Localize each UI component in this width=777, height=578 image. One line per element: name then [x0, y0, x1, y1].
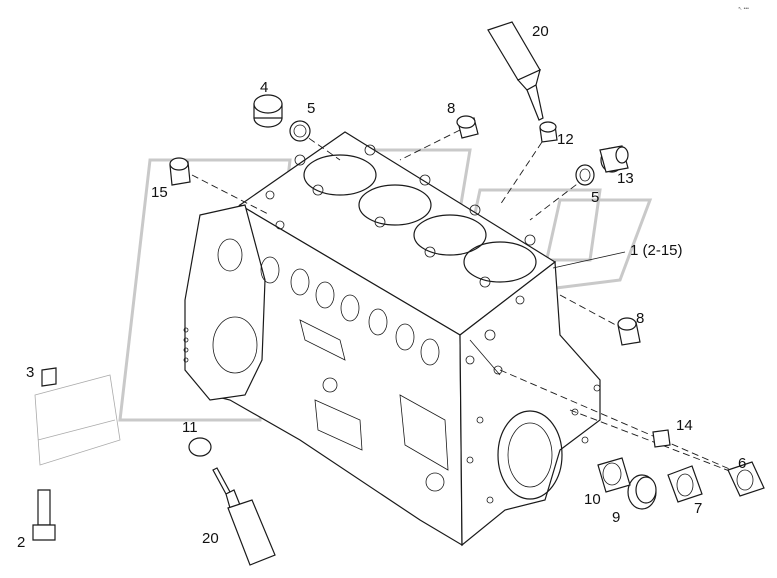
- seal-ring-part-5-top: [289, 120, 311, 142]
- bearing-cap-part-3: [32, 367, 121, 541]
- oil-seal-part-9: [627, 474, 657, 510]
- callout-13: 13: [617, 170, 634, 187]
- callout-6: 6: [738, 455, 746, 472]
- callout-14: 14: [676, 417, 693, 434]
- sealant-tube-bottom: [212, 467, 276, 566]
- plug-part-14: [652, 429, 671, 448]
- plug-part-8-top: [456, 115, 479, 139]
- callout-3: 3: [26, 364, 34, 381]
- plug-part-8-right: [617, 317, 641, 346]
- sealant-tube-top: [487, 21, 544, 121]
- callout-4: 4: [260, 79, 268, 96]
- cylinder-block: [183, 131, 601, 547]
- plug-part-12: [539, 121, 558, 143]
- fitting-part-13: [599, 145, 629, 173]
- callout-5-right: 5: [591, 189, 599, 206]
- callout-11: 11: [182, 419, 198, 436]
- callout-5-top: 5: [307, 100, 315, 117]
- plug-part-4: [253, 94, 283, 128]
- seal-ring-part-5-right: [575, 164, 595, 186]
- sleeve-part-10: [597, 457, 631, 493]
- callout-12: 12: [557, 131, 574, 148]
- callout-9: 9: [612, 509, 620, 526]
- callout-20-bottom: 20: [202, 530, 219, 547]
- callout-labels: 20 4 5 8 12 13 5 15 1 (2-15) 8 3 14 11 6…: [17, 23, 746, 551]
- bushing-part-6: [727, 461, 765, 497]
- callout-8-right: 8: [636, 310, 644, 327]
- bushing-part-7: [667, 465, 703, 503]
- callout-7: 7: [694, 500, 702, 517]
- plug-part-15: [169, 157, 191, 186]
- callout-20-top: 20: [532, 23, 549, 40]
- callout-8-top: 8: [447, 100, 455, 117]
- callout-10: 10: [584, 491, 601, 508]
- callout-1: 1 (2-15): [630, 242, 683, 259]
- plug-part-11: [188, 437, 212, 457]
- callout-15: 15: [151, 184, 168, 201]
- corner-mark: ↖ •••: [738, 6, 749, 12]
- callout-2: 2: [17, 534, 25, 551]
